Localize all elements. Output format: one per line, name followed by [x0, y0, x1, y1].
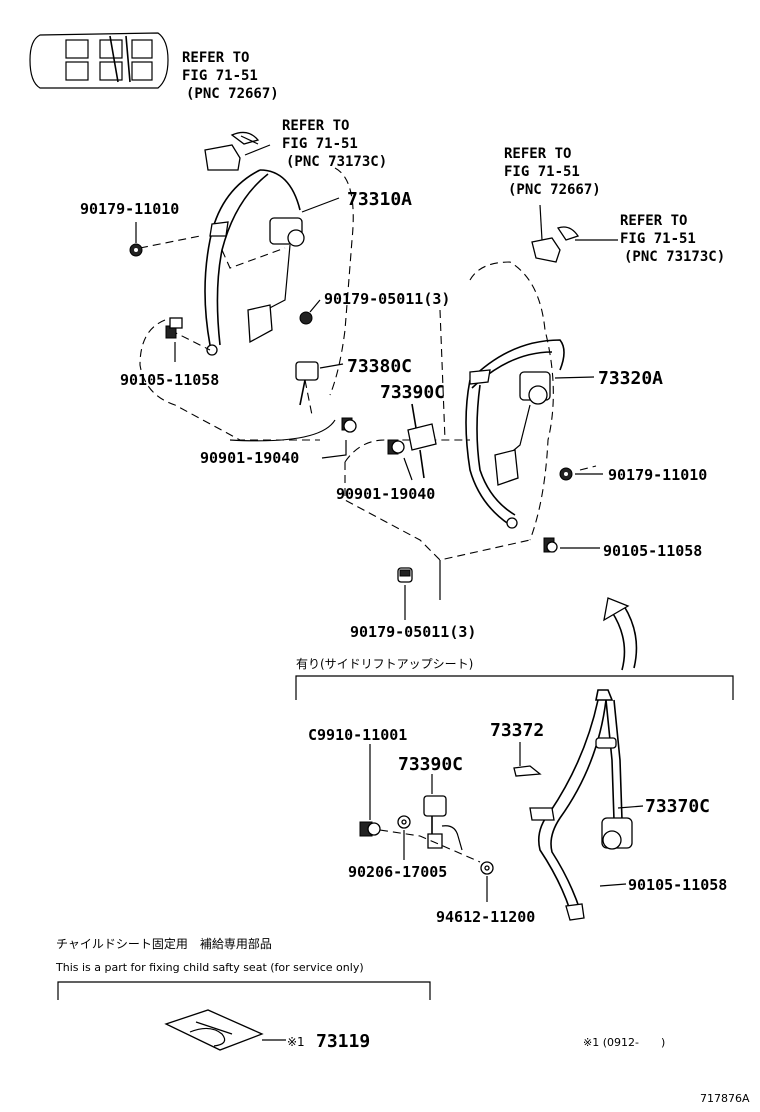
ref1-line1: REFER TO: [182, 50, 249, 66]
ref4-line2: FIG 71-51: [620, 231, 696, 247]
bolt-90179-05011-left: [299, 311, 313, 325]
bolt-90179-05011-right: [397, 567, 413, 583]
label-90179-11010-right: 90179-11010: [608, 466, 707, 484]
ref4-line1: REFER TO: [620, 213, 687, 229]
arrow-up-icon: [603, 597, 638, 671]
label-90179-05011-a: 90179-05011(3): [324, 290, 450, 308]
figure-id: 717876A: [700, 1092, 750, 1105]
label-C9910-11001: C9910-11001: [308, 726, 407, 744]
label-90179-11010-left: 90179-11010: [80, 200, 179, 218]
vehicle-top-view-icon: [29, 32, 169, 89]
washer-90206-17005: [397, 815, 411, 829]
cover-73372: [513, 765, 542, 777]
buckle-73380C: [295, 361, 319, 416]
side-liftup-seat-label: 有り(サイドリフトアップシート): [296, 657, 473, 671]
label-73380C: 73380C: [347, 356, 412, 377]
label-94612-11200: 94612-11200: [436, 908, 535, 926]
label-73119: 73119: [316, 1031, 370, 1052]
ref1-line2: FIG 71-51: [182, 68, 258, 84]
mark-1: ※1: [287, 1035, 305, 1049]
label-90206-17005: 90206-17005: [348, 863, 447, 881]
ref3-line1: REFER TO: [504, 146, 571, 162]
note-1: ※1 (0912- ): [583, 1036, 665, 1049]
ref2-line3: (PNC 73173C): [286, 154, 387, 170]
bolt-C9910-11001: [359, 821, 381, 837]
label-90105-11058-right: 90105-11058: [603, 542, 702, 560]
ref4-line3: (PNC 73173C): [624, 249, 725, 265]
label-73310A: 73310A: [347, 189, 412, 210]
child-seat-anchor-73119: [164, 1009, 264, 1051]
label-73390C-a: 73390C: [380, 382, 445, 403]
bolt-90901-19040-right: [387, 439, 405, 455]
label-73370C: 73370C: [645, 796, 710, 817]
label-90105-11058-left: 90105-11058: [120, 371, 219, 389]
label-90105-11058-bottom: 90105-11058: [628, 876, 727, 894]
child-seat-jp-label: チャイルドシート固定用 補給専用部品: [56, 936, 272, 951]
ref1-line3: (PNC 72667): [186, 86, 279, 102]
child-seat-en-label: This is a part for fixing child safty se…: [55, 961, 364, 974]
ref2-line1: REFER TO: [282, 118, 349, 134]
label-73320A: 73320A: [598, 368, 663, 389]
washer-94612-11200: [480, 861, 494, 875]
ref3-line3: (PNC 72667): [508, 182, 601, 198]
label-90901-19040-b: 90901-19040: [336, 485, 435, 503]
bolt-90105-11058-left: [165, 317, 183, 339]
ref3-line2: FIG 71-51: [504, 164, 580, 180]
left-seat-assembly: [129, 131, 357, 442]
ref2-line2: FIG 71-51: [282, 136, 358, 152]
right-seat-assembly: [344, 226, 580, 600]
buckle-73390C-b: [423, 795, 463, 851]
bolt-90179-11010-right: [559, 467, 573, 481]
bolt-90901-19040-left: [341, 417, 357, 433]
bolt-90179-11010-left: [129, 243, 143, 257]
bolt-90105-11058-right: [543, 537, 558, 553]
label-90901-19040-a: 90901-19040: [200, 449, 299, 467]
buckle-73390C-a: [407, 403, 437, 479]
label-73390C-b: 73390C: [398, 754, 463, 775]
label-90179-05011-b: 90179-05011(3): [350, 623, 476, 641]
belt-73370C: [529, 689, 633, 921]
label-73372: 73372: [490, 720, 544, 741]
